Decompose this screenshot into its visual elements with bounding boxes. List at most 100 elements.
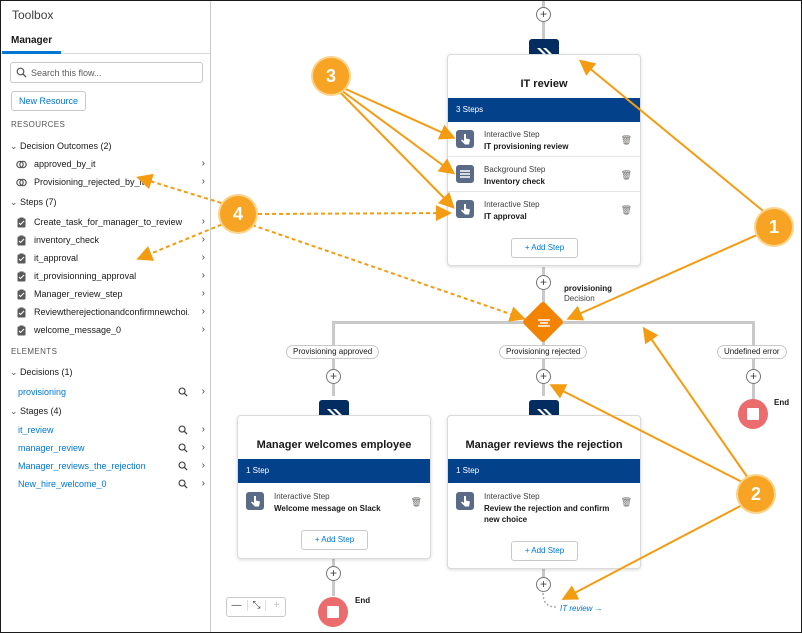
list-item[interactable]: manager_review› xyxy=(16,441,209,457)
decisions-group[interactable]: ⌄Decisions (1) xyxy=(10,367,73,378)
add-element-button[interactable]: + xyxy=(536,275,551,290)
step-it-provisioning-review[interactable]: Interactive Step IT provisioning review … xyxy=(448,122,640,157)
list-item[interactable]: Manager_review_step › xyxy=(16,287,209,303)
end-node[interactable] xyxy=(318,597,348,627)
outcome-provisioning-approved[interactable]: Provisioning approved xyxy=(286,345,380,359)
step-inventory-check[interactable]: Background Step Inventory check 🗑 xyxy=(448,157,640,192)
search-box[interactable] xyxy=(10,62,203,83)
list-item[interactable]: it_approval › xyxy=(16,251,209,267)
chevron-right-icon[interactable]: › xyxy=(201,478,205,489)
outcome-undefined-error[interactable]: Undefined error xyxy=(717,345,787,359)
steps-group[interactable]: ⌄Steps (7) xyxy=(10,197,57,208)
tab-bar: Manager xyxy=(1,30,210,54)
add-element-button[interactable]: + xyxy=(536,7,551,22)
search-icon[interactable] xyxy=(178,479,188,489)
end-node[interactable] xyxy=(738,399,768,429)
background-step-icon xyxy=(456,165,474,183)
add-element-button[interactable]: + xyxy=(326,566,341,581)
list-item[interactable]: Reviewtherejectionandconfirmnewchoi...› xyxy=(16,305,209,321)
elements-heading: ELEMENTS xyxy=(11,347,58,356)
decision-type: Decision xyxy=(564,294,595,303)
outcome-provisioning-rejected[interactable]: Provisioning rejected xyxy=(499,345,588,359)
add-step-button[interactable]: + Add Step xyxy=(511,238,578,258)
list-item[interactable]: Manager_reviews_the_rejection › xyxy=(16,459,209,475)
outcome-icon xyxy=(16,160,27,169)
goto-it-review-link[interactable]: IT review → xyxy=(560,604,603,613)
list-item[interactable]: Create_task_for_manager_to_review› xyxy=(16,215,209,231)
add-element-button[interactable]: + xyxy=(536,577,551,592)
add-element-button[interactable]: + xyxy=(326,369,341,384)
step-type: Interactive Step xyxy=(484,200,540,209)
search-input[interactable] xyxy=(31,66,199,80)
list-item[interactable]: it_review› xyxy=(16,423,209,439)
connector-line xyxy=(752,321,755,401)
chevron-right-icon[interactable]: › xyxy=(201,158,205,169)
chevron-right-icon[interactable]: › xyxy=(201,306,205,317)
new-resource-button[interactable]: New Resource xyxy=(11,91,86,111)
search-icon[interactable] xyxy=(178,443,188,453)
zoom-in-button[interactable]: + xyxy=(273,600,280,611)
end-label: End xyxy=(774,398,790,407)
chevron-right-icon[interactable]: › xyxy=(201,324,205,335)
chevron-right-icon[interactable]: › xyxy=(201,442,205,453)
trash-icon[interactable]: 🗑 xyxy=(410,497,422,507)
fit-view-button[interactable]: ⤡ xyxy=(247,600,266,611)
clipboard-icon xyxy=(17,307,26,318)
interactive-step-icon xyxy=(456,492,474,510)
add-element-button[interactable]: + xyxy=(536,369,551,384)
stage-manager-welcomes-employee[interactable]: Manager welcomes employee 1 Step Interac… xyxy=(237,415,431,559)
list-item[interactable]: Provisioning_rejected_by_it › xyxy=(16,175,209,191)
step-name: IT approval xyxy=(484,212,527,221)
stage-it-review[interactable]: IT review 3 Steps Interactive Step IT pr… xyxy=(447,54,641,266)
zoom-out-button[interactable]: — xyxy=(231,600,242,611)
chevron-right-icon[interactable]: › xyxy=(201,234,205,245)
step-name: Welcome message on Slack xyxy=(274,504,381,513)
chevron-right-icon[interactable]: › xyxy=(201,252,205,263)
trash-icon[interactable]: 🗑 xyxy=(620,170,632,180)
tab-manager[interactable]: Manager xyxy=(2,30,62,54)
goto-connector xyxy=(542,593,557,608)
step-it-approval[interactable]: Interactive Step IT approval 🗑 xyxy=(448,192,640,227)
chevron-right-icon[interactable]: › xyxy=(201,386,205,397)
list-item[interactable]: provisioning › xyxy=(16,385,209,401)
list-item[interactable]: welcome_message_0› xyxy=(16,323,209,339)
item-label: Manager_reviews_the_rejection xyxy=(18,461,146,471)
trash-icon[interactable]: 🗑 xyxy=(620,497,632,507)
list-item[interactable]: inventory_check› xyxy=(16,233,209,249)
item-label: it_approval xyxy=(34,253,79,263)
chevron-down-icon: ⌄ xyxy=(10,406,18,416)
chevron-right-icon[interactable]: › xyxy=(201,216,205,227)
list-item[interactable]: New_hire_welcome_0› xyxy=(16,477,209,493)
step-welcome-message[interactable]: Interactive Step Welcome message on Slac… xyxy=(238,483,430,521)
step-name: IT provisioning review xyxy=(484,142,569,151)
trash-icon[interactable]: 🗑 xyxy=(620,205,632,215)
add-step-button[interactable]: + Add Step xyxy=(511,541,578,561)
step-type: Interactive Step xyxy=(484,130,540,139)
end-label: End xyxy=(355,596,371,605)
step-name: Inventory check xyxy=(484,177,545,186)
chevron-right-icon[interactable]: › xyxy=(201,270,205,281)
chevron-down-icon: ⌄ xyxy=(10,197,18,207)
item-label: provisioning xyxy=(18,387,67,397)
item-label: approved_by_it xyxy=(34,159,96,169)
list-item[interactable]: it_provisionning_approval› xyxy=(16,269,209,285)
toolbox-panel: Toolbox Manager New Resource RESOURCES ⌄… xyxy=(1,1,211,632)
step-review-rejection[interactable]: Interactive Step Review the rejection an… xyxy=(448,483,640,533)
add-element-button[interactable]: + xyxy=(746,369,761,384)
decision-outcomes-group[interactable]: ⌄Decision Outcomes (2) xyxy=(10,141,112,152)
list-item[interactable]: approved_by_it › xyxy=(16,157,209,173)
flow-canvas[interactable]: + + + + + + + IT review 3 Steps Interact… xyxy=(212,1,801,632)
item-label: Manager_review_step xyxy=(34,289,123,299)
stage-manager-reviews-rejection[interactable]: Manager reviews the rejection 1 Step Int… xyxy=(447,415,641,569)
search-icon[interactable] xyxy=(178,425,188,435)
trash-icon[interactable]: 🗑 xyxy=(620,135,632,145)
interactive-step-icon xyxy=(246,492,264,510)
chevron-right-icon[interactable]: › xyxy=(201,460,205,471)
chevron-right-icon[interactable]: › xyxy=(201,424,205,435)
add-step-button[interactable]: + Add Step xyxy=(301,530,368,550)
search-icon[interactable] xyxy=(178,387,188,397)
stages-group[interactable]: ⌄Stages (4) xyxy=(10,406,62,417)
search-icon[interactable] xyxy=(178,461,188,471)
chevron-right-icon[interactable]: › xyxy=(201,288,205,299)
chevron-right-icon[interactable]: › xyxy=(201,176,205,187)
